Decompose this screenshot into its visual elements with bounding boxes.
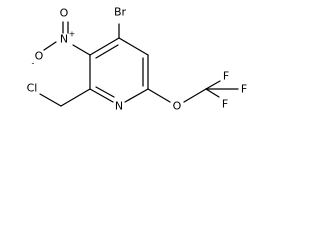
atom-fluorine-right: F [241,83,247,96]
atom-nitro-nitrogen: N [60,33,68,46]
bond-c3-c4-double [95,44,119,59]
bond-c-f-top [205,80,221,90]
atom-nitro-oxygen-top: O [60,7,69,20]
atom-nitro-oxygen-left: O [35,50,44,63]
bond-c-f-bottom [205,88,220,98]
bond-c6-n1 [124,88,149,103]
nitro-nitrogen-charge: + [69,30,76,39]
bond-c3-c4 [89,37,120,56]
atom-labels: Br N + O O - Cl N O F F F [27,6,248,113]
bond-ch2-cl [39,93,62,107]
bond-n1-c2 [89,88,114,103]
atom-fluorine-bottom: F [222,98,228,111]
bond-c2-ch2 [60,88,91,107]
structure-diagram: Br N + O O - Cl N O F F F [27,6,248,113]
bond-n1-c2-double [95,86,115,98]
bond-c6-o [147,88,171,103]
nitro-oxygen-charge: - [32,59,35,68]
bond-c4-c5 [118,37,149,56]
atom-bromine: Br [114,6,127,19]
bond-c3-nno2 [72,44,91,56]
bond-o-cf3 [183,88,207,103]
atom-ether-oxygen: O [173,100,182,113]
atom-ring-nitrogen: N [115,100,123,113]
atom-fluorine-top: F [223,70,229,83]
atom-chlorine: Cl [27,82,38,95]
bond-n-o-left [43,41,57,51]
bonds [39,21,239,107]
